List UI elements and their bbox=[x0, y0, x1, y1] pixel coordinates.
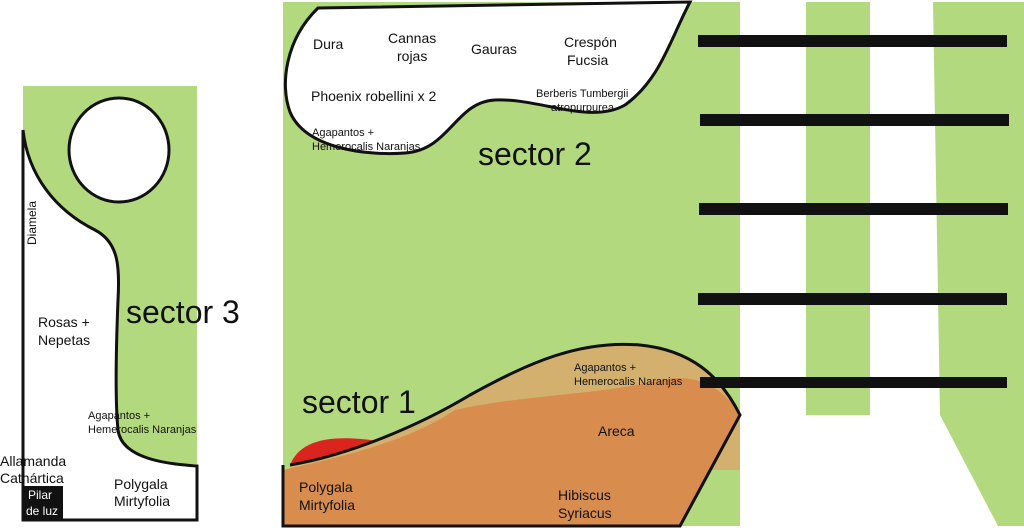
pergola-beam-5 bbox=[700, 377, 1007, 388]
pergola-beam-1 bbox=[698, 35, 1007, 47]
label-areca: Areca bbox=[598, 423, 635, 439]
label-gauras: Gauras bbox=[471, 41, 517, 57]
label-agapantos-s3-line1: Agapantos + bbox=[88, 410, 150, 422]
sector-3-title: sector 3 bbox=[126, 294, 240, 330]
label-allamanda-line1: Allamanda bbox=[0, 453, 66, 469]
label-agapantos-s2-line1: Agapantos + bbox=[312, 127, 374, 139]
label-pilar-line1: Pilar bbox=[28, 488, 52, 502]
sector-2-white-bed bbox=[283, 0, 693, 156]
label-rosas-line1: Rosas + bbox=[38, 314, 90, 330]
label-hibiscus-line1: Hibiscus bbox=[558, 487, 611, 503]
lawn-strip-right bbox=[933, 2, 1024, 526]
label-crespon-line1: Crespón bbox=[564, 34, 617, 50]
sector-3-plot bbox=[21, 86, 199, 522]
label-berberis-line1: Berberis Tumbergii bbox=[536, 88, 628, 100]
sector-1-orange-bed bbox=[283, 378, 740, 526]
label-polygala-s1-line1: Polygala bbox=[299, 479, 353, 495]
label-hibiscus-line2: Syriacus bbox=[558, 505, 612, 521]
label-agapantos-s2-line2: Hemerocalis Naranjas bbox=[312, 141, 421, 153]
label-diamela: Diamela bbox=[25, 201, 39, 245]
sector-3-white-bed bbox=[21, 129, 199, 522]
label-berberis-line2: atropurpurea bbox=[551, 102, 615, 114]
label-agapantos-s1-line1: Agapantos + bbox=[574, 362, 636, 374]
label-rosas-line2: Nepetas bbox=[38, 332, 90, 348]
label-dura: Dura bbox=[313, 36, 344, 52]
pergola-area bbox=[698, 2, 1024, 526]
label-phoenix: Phoenix robellini x 2 bbox=[311, 88, 437, 104]
sector-2-title: sector 2 bbox=[478, 136, 592, 172]
label-agapantos-s1-line2: Hemerocalis Naranjas bbox=[574, 376, 683, 388]
label-polygala-s3-line1: Polygala bbox=[114, 476, 168, 492]
label-crespon-line2: Fucsia bbox=[567, 52, 608, 68]
pergola-beam-2 bbox=[700, 114, 1009, 126]
label-cannas-line2: rojas bbox=[397, 48, 427, 64]
sector-3-outer-line bbox=[21, 130, 199, 522]
label-pilar-line2: de luz bbox=[26, 504, 58, 518]
label-polygala-s3-line2: Mirtyfolia bbox=[114, 493, 170, 509]
label-agapantos-s3-line2: Hemerocalis Naranjas bbox=[88, 424, 197, 436]
pergola-beam-4 bbox=[698, 293, 1007, 305]
sector-3-round-bed bbox=[67, 96, 171, 204]
sector-1-title: sector 1 bbox=[302, 384, 416, 420]
label-cannas-line1: Cannas bbox=[388, 30, 436, 46]
main-plot bbox=[281, 0, 742, 528]
pillar-block bbox=[23, 486, 63, 520]
label-allamanda-line2: Cathártica bbox=[0, 470, 64, 486]
pergola-beam-3 bbox=[699, 203, 1008, 215]
label-polygala-s1-line2: Mirtyfolia bbox=[299, 497, 355, 513]
